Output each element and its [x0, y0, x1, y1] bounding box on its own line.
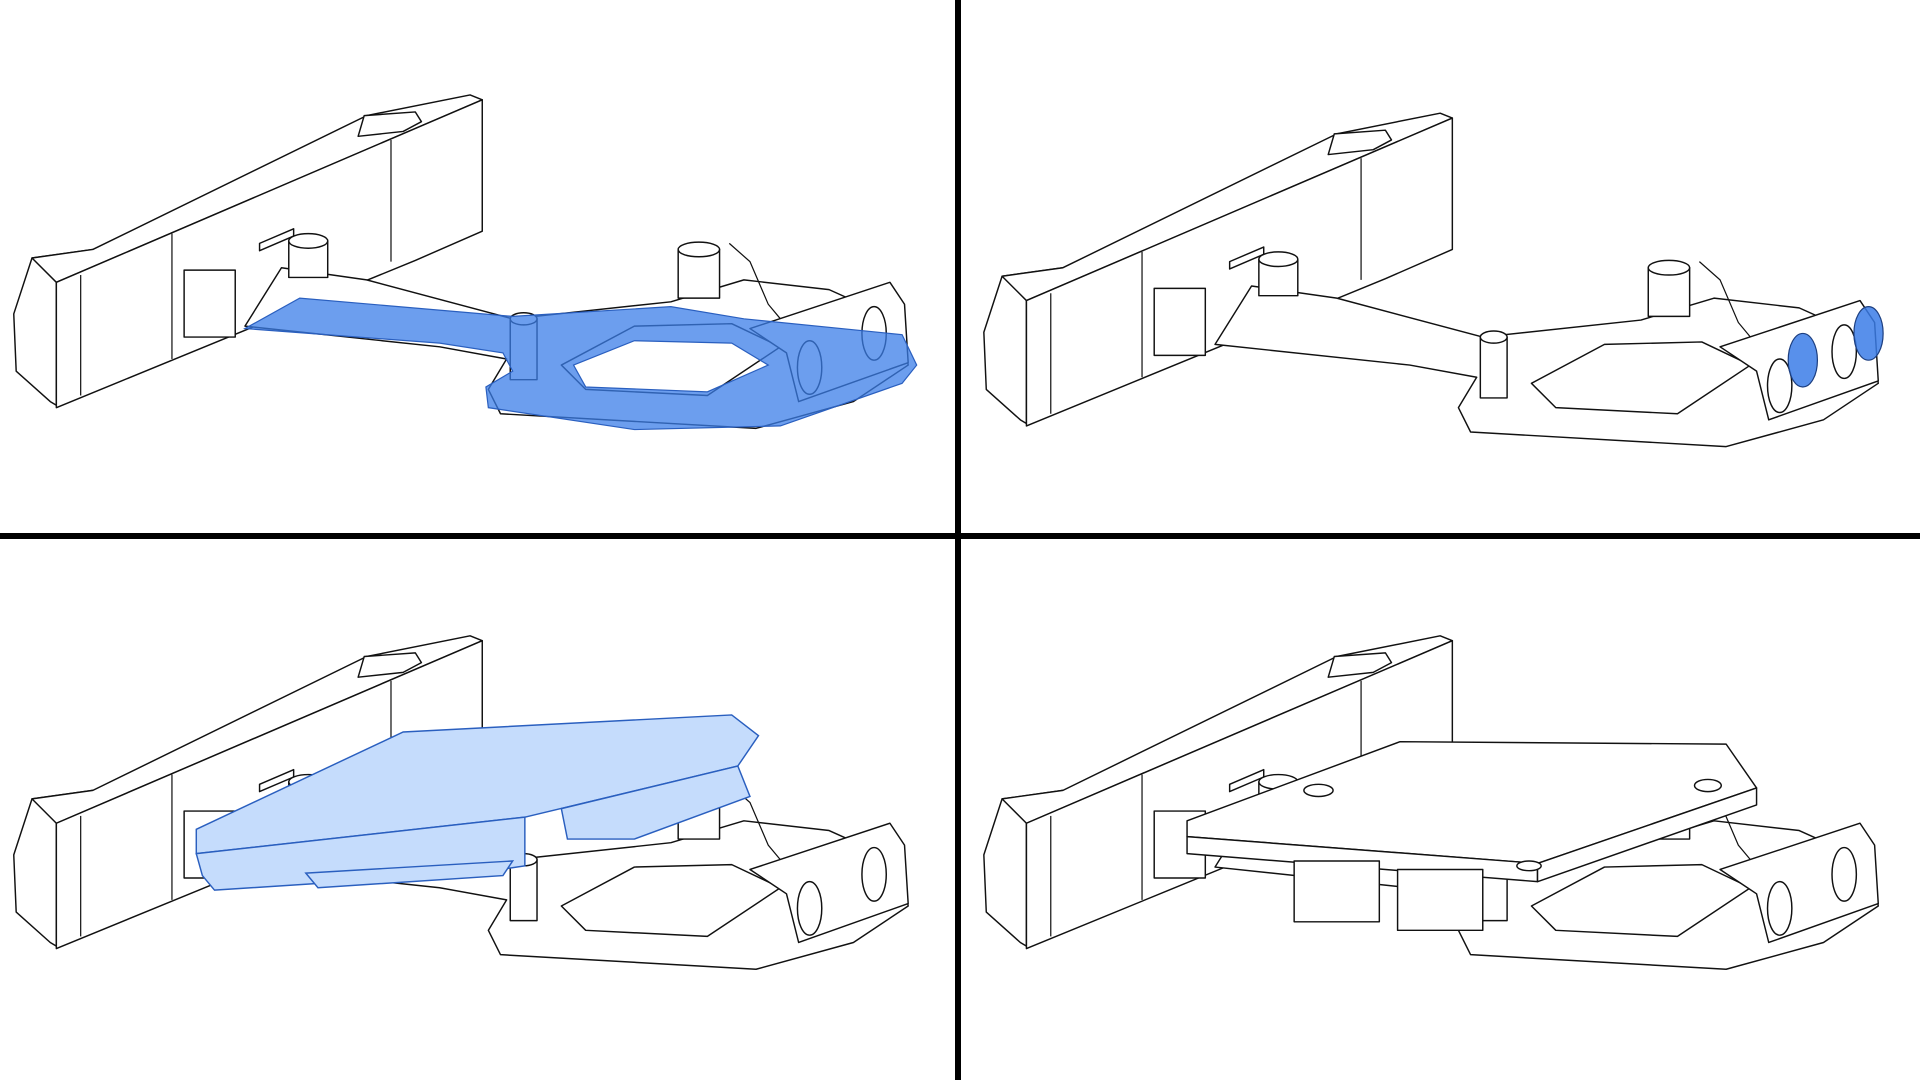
- panel-top-left: [0, 0, 956, 533]
- bracket-assembled-drawing: [983, 635, 1879, 970]
- panel-bottom-right: [964, 547, 1920, 1080]
- horizontal-divider: [0, 533, 1920, 539]
- highlighted-arm-loop: [242, 297, 918, 431]
- pcb-board: [1186, 740, 1758, 932]
- bracket-arm-highlight-drawing: [13, 94, 918, 431]
- highlighted-magnet-right: [1853, 306, 1884, 361]
- bracket-pcb-highlight-drawing: [13, 635, 909, 970]
- bracket-magnet-highlight-drawing: [983, 112, 1884, 448]
- vertical-divider: [955, 0, 961, 1080]
- highlighted-pcb: [195, 714, 760, 891]
- highlighted-magnet-left: [1787, 332, 1819, 388]
- panel-bottom-left: [0, 547, 956, 1080]
- panel-top-right: [964, 0, 1920, 533]
